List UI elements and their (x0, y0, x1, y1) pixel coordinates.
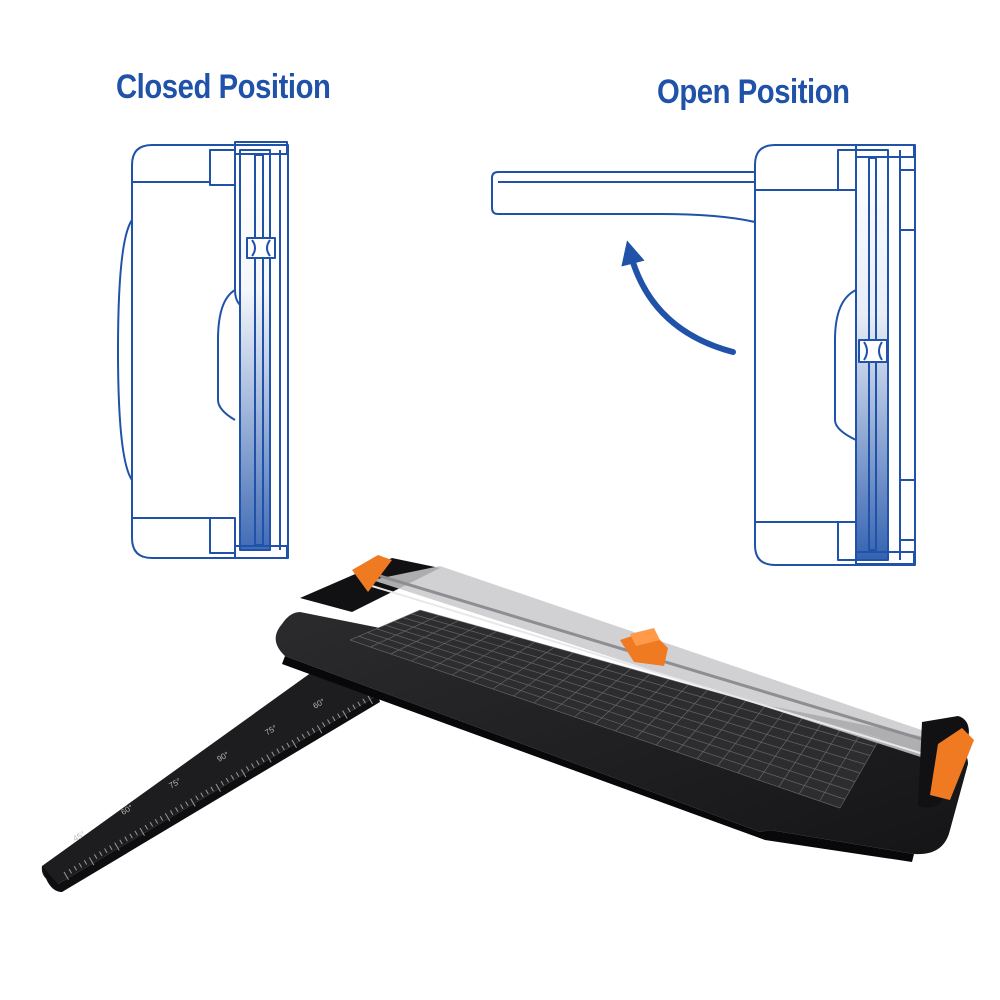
scale-tick (164, 813, 171, 822)
scale-tick (261, 757, 265, 763)
right-orange-clip (930, 728, 974, 800)
scale-tick (144, 824, 148, 830)
closed-position-title: Closed Position (116, 68, 331, 106)
scale-tick (357, 701, 361, 707)
closed-cutter-body (131, 144, 289, 559)
scale-tick (73, 865, 78, 871)
scale-tick (352, 704, 356, 710)
scale-tick (134, 830, 138, 836)
scale-tick (129, 833, 133, 839)
open-position-title: Open Position (657, 73, 850, 111)
scale-tick (119, 839, 123, 845)
scale-tick (159, 816, 164, 821)
scale-tick (215, 783, 221, 792)
blade-slider-icon (620, 628, 668, 666)
scale-tick (104, 848, 108, 854)
scale-tick (68, 868, 72, 874)
scale-tick (291, 739, 297, 748)
scale-tick (311, 728, 316, 733)
ruler-arm: 45°60°75°90°75°60° (41, 672, 380, 892)
grid-line (411, 613, 876, 748)
scale-tick (316, 725, 323, 734)
scale-tick (230, 774, 235, 780)
open-cutter-body (754, 144, 916, 566)
grid-line (358, 635, 846, 800)
scale-tick (83, 860, 88, 865)
scale-tick (78, 862, 83, 868)
grid-line (384, 624, 861, 774)
scale-tick (169, 810, 174, 815)
scale-tick (276, 748, 280, 754)
scale-tick (301, 733, 306, 739)
scale-tick (347, 707, 351, 713)
scale-tick (93, 854, 98, 859)
scale-tick (367, 695, 373, 704)
scale-tick (240, 769, 247, 778)
cutting-grid (350, 610, 880, 808)
scale-tick (210, 786, 214, 792)
scale-tick (251, 763, 255, 769)
scale-tick (271, 751, 275, 757)
scale-tick (256, 760, 260, 766)
grid-line (376, 628, 856, 783)
scale-tick (286, 742, 290, 748)
scale-tick (205, 789, 209, 795)
scale-tick (149, 821, 154, 827)
scale-tick (63, 871, 69, 880)
scale-tick (342, 710, 348, 719)
scale-tick (175, 807, 179, 813)
scale-tick (109, 845, 113, 851)
closed-ruler-arm-edge (117, 219, 133, 481)
scale-tick (124, 836, 128, 842)
grid-line (349, 639, 841, 809)
closed-blade-holder-icon (246, 237, 276, 259)
open-blade-holder-icon (858, 339, 888, 363)
rotation-arrow-icon (621, 240, 736, 355)
scale-tick (266, 754, 272, 763)
scale-tick (281, 745, 285, 751)
scale-tick (337, 713, 341, 719)
scale-tick (200, 792, 204, 798)
scale-tick (245, 766, 250, 771)
scale-tick (306, 730, 311, 736)
scale-tick (321, 722, 326, 727)
scale-tick (180, 804, 184, 810)
grid-line (367, 632, 851, 791)
scale-tick (195, 795, 199, 801)
scale-tick (99, 851, 103, 857)
scale-tick (190, 798, 196, 807)
scale-tick (139, 827, 145, 836)
scale-tick (114, 842, 120, 851)
scale-tick (88, 857, 95, 866)
scale-tick (154, 818, 159, 824)
scale-tick (185, 801, 189, 807)
open-ruler-arm (491, 171, 756, 223)
scale-tick (296, 736, 300, 742)
grid-lines (349, 609, 881, 809)
open-position-diagram (491, 144, 916, 566)
scale-tick (225, 777, 230, 783)
scale-tick (332, 716, 336, 722)
left-orange-clip (352, 555, 392, 592)
grid-line (393, 620, 866, 765)
scale-tick (235, 772, 240, 777)
scale-tick (327, 719, 331, 725)
scale-tick (220, 780, 224, 786)
grid-line (402, 617, 871, 756)
closed-position-diagram (117, 141, 289, 559)
ruler-arm-scale (63, 695, 373, 880)
paper-cutter-photo: 45°60°75°90°75°60° (41, 555, 974, 892)
scale-tick (362, 698, 366, 704)
